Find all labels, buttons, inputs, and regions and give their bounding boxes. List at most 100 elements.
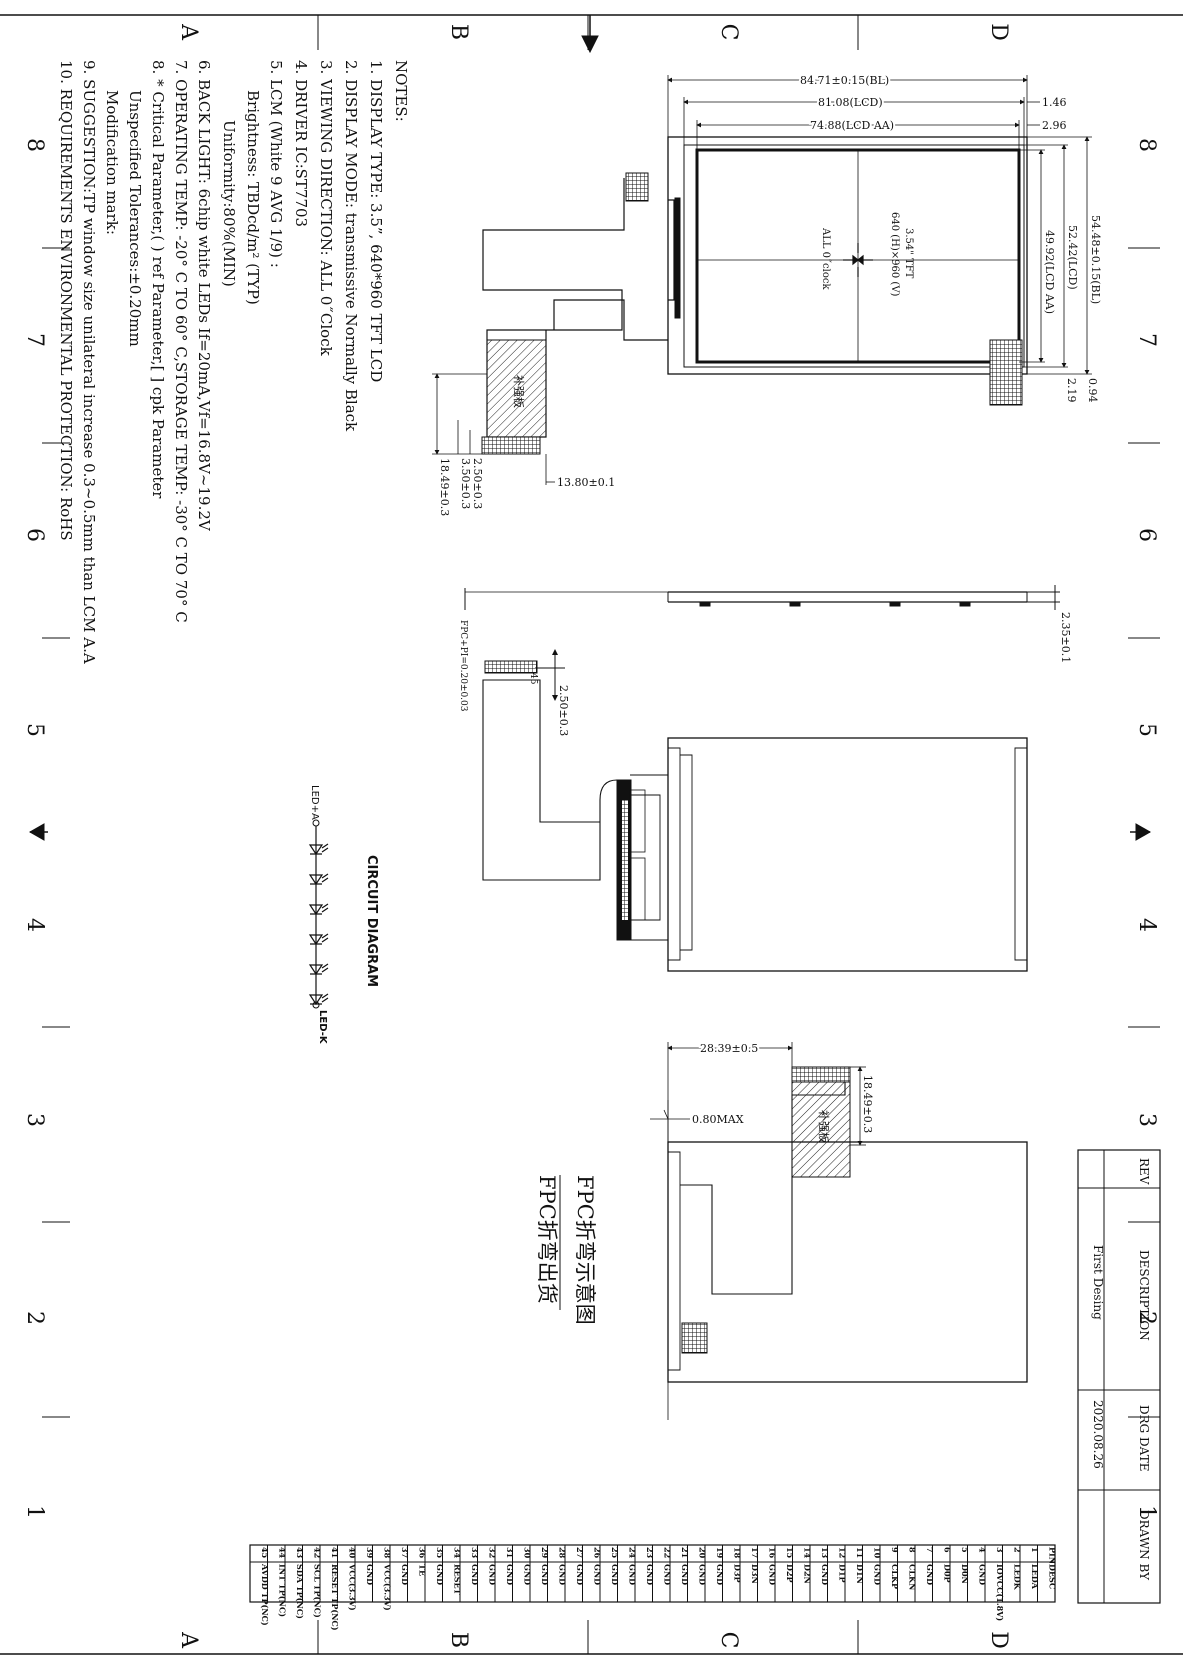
pin-number: 5 bbox=[960, 1547, 970, 1553]
pin-number: 35 bbox=[435, 1547, 445, 1558]
bent-view bbox=[650, 1042, 1028, 1420]
zone-letter-bottom-a: A bbox=[176, 1631, 201, 1649]
zone-number-1-left: 1 bbox=[22, 1505, 47, 1519]
pin-description: GND bbox=[540, 1564, 550, 1585]
fpc-side-contacts bbox=[484, 660, 538, 674]
zone-number-2-right: 2 bbox=[1134, 1311, 1159, 1325]
stiffener-label: 补强板 bbox=[512, 375, 526, 408]
pin-description: GND bbox=[592, 1564, 602, 1585]
pin-description: GND bbox=[820, 1564, 830, 1585]
pin-description: GND bbox=[365, 1564, 375, 1585]
desc-header: DESC bbox=[1047, 1564, 1057, 1589]
zone-letter-top-c: C bbox=[716, 24, 741, 41]
dim-offset-146: 1.46 bbox=[1042, 96, 1067, 109]
fpc-stiffener bbox=[486, 339, 547, 438]
pin-description: GND bbox=[645, 1564, 655, 1585]
connector-pad-br bbox=[989, 339, 1023, 406]
pin-number: 43 bbox=[295, 1547, 305, 1559]
center-label-view: ALL 0˝clock bbox=[820, 227, 831, 290]
pin-number: 11 bbox=[855, 1547, 865, 1558]
pin-description: D0N bbox=[960, 1564, 970, 1584]
front-view-labels: 3.54" TFT 640 (H)×960 (V) ALL 0˝clock 补强… bbox=[512, 212, 914, 408]
pin-description: GND bbox=[610, 1564, 620, 1585]
zone-letter-bottom-c: C bbox=[716, 1632, 741, 1649]
dim-bent-width: 28.39±0.5 bbox=[700, 1042, 758, 1055]
zone-number-3-left: 3 bbox=[22, 1113, 47, 1127]
side-view-text: 2.35±0.1 FPC+PI=0.20±0.03 2.50±0.3 45 bbox=[458, 612, 1072, 736]
pin-description: GND bbox=[872, 1564, 882, 1585]
pin-number: 41 bbox=[330, 1547, 340, 1558]
zone-letter-top-b: B bbox=[446, 24, 471, 40]
date-header: DRG DATE bbox=[1137, 1405, 1151, 1471]
note-line-5a: Brightness: TBDcd/m² (TYP) bbox=[244, 90, 262, 305]
revision-text: REV DESCRIPTION DRG DATE DRAWN BY First … bbox=[1091, 1158, 1151, 1581]
sheet-frame bbox=[0, 14, 1183, 1655]
circuit-cathode-label: LED-K bbox=[317, 1010, 328, 1045]
dim-lcd-height: 52.42(LCD) bbox=[1066, 225, 1079, 290]
pin-description: GND bbox=[925, 1564, 935, 1585]
zone-letter-bottom-b: B bbox=[446, 1632, 471, 1648]
pin-description: GND bbox=[505, 1564, 515, 1585]
bent-captions: FPC折弯示意图 FPC折弯出货 bbox=[535, 1175, 597, 1325]
zone-numbers-right: 8 7 6 5 4 3 2 1 bbox=[1134, 138, 1159, 1519]
notes-heading: NOTES: bbox=[392, 60, 410, 122]
pin-number: 25 bbox=[610, 1547, 620, 1558]
pin-description: LEDA bbox=[1030, 1564, 1040, 1590]
fpc-tab-top bbox=[625, 172, 649, 202]
pin-number: 38 bbox=[382, 1547, 392, 1559]
pin-description: RESET TP(NC) bbox=[330, 1564, 340, 1631]
center-label-resolution: 640 (H)×960 (V) bbox=[889, 212, 900, 297]
pin-number: 1 bbox=[1030, 1547, 1040, 1553]
pin-number: 8 bbox=[907, 1547, 917, 1553]
side-view bbox=[464, 585, 1060, 701]
note-line-1: 1. DISPLAY TYPE: 3.5”, 640*960 TFT LCD bbox=[367, 60, 385, 382]
pin-number: 26 bbox=[592, 1547, 602, 1559]
pin-description: D0P bbox=[942, 1564, 952, 1583]
pin-number: 42 bbox=[312, 1547, 322, 1558]
pin-header: PIN bbox=[1047, 1547, 1057, 1564]
note-line-10: 10. REQUIREMENTS ENVIRONMENTAL PROTECTIO… bbox=[57, 60, 75, 541]
pin-description: INT TP(NC) bbox=[277, 1564, 287, 1617]
bent-stiffener-label: 补强板 bbox=[817, 1110, 831, 1143]
pin-number: 21 bbox=[680, 1547, 690, 1558]
dim-thickness: 2.35±0.1 bbox=[1059, 612, 1072, 663]
caption-bend-diagram: FPC折弯示意图 bbox=[573, 1175, 597, 1325]
notes-block: NOTES: 1. DISPLAY TYPE: 3.5”, 640*960 TF… bbox=[57, 60, 410, 664]
viewing-direction-arrows bbox=[843, 243, 873, 277]
description-header: DESCRIPTION bbox=[1137, 1250, 1151, 1341]
pin-description: GND bbox=[400, 1564, 410, 1585]
led-symbol bbox=[308, 903, 329, 916]
pin-number: 3 bbox=[995, 1547, 1005, 1553]
zone-number-8-right: 8 bbox=[1134, 138, 1159, 152]
pin-description: GND bbox=[522, 1564, 532, 1585]
led-symbol bbox=[308, 963, 329, 976]
pin-description: GND bbox=[697, 1564, 707, 1585]
dim-250: 2.50±0.3 bbox=[471, 458, 484, 509]
pin-description: D1P bbox=[837, 1564, 847, 1583]
back-fpc-route bbox=[482, 679, 618, 881]
zone-number-3-right: 3 bbox=[1134, 1113, 1159, 1127]
note-line-7: 7. OPERATING TEMP: -20° C TO 60° C,STORA… bbox=[172, 60, 190, 623]
pin-number: 6 bbox=[942, 1547, 952, 1553]
dim-350: 3.50±0.3 bbox=[459, 458, 472, 509]
pin-number: 17 bbox=[750, 1547, 760, 1558]
pin-description: GND bbox=[977, 1564, 987, 1585]
dim-bent-1849: 18.49±0.3 bbox=[861, 1075, 874, 1133]
bent-tab bbox=[681, 1322, 708, 1354]
pin-description: D1N bbox=[855, 1564, 865, 1584]
zone-number-6-left: 6 bbox=[22, 528, 47, 542]
zone-number-2-left: 2 bbox=[22, 1311, 47, 1325]
pin-number: 45 bbox=[260, 1547, 270, 1558]
pin-description: RESET bbox=[452, 1564, 462, 1595]
circuit-diagram: CIRCUIT DIAGRAM LED+A LED-K bbox=[308, 785, 379, 1045]
note-line-9: 9. SUGGESTION:TP window size unilateral … bbox=[80, 60, 98, 664]
lcd-outline bbox=[683, 144, 1025, 368]
backlight-outline bbox=[667, 136, 1028, 375]
zone-number-8-left: 8 bbox=[22, 138, 47, 152]
note-line-2: 2. DISPLAY MODE: transmissive Normally B… bbox=[342, 60, 360, 432]
dim-1849: 18.49±0.3 bbox=[438, 458, 451, 516]
pin-number: 13 bbox=[820, 1547, 830, 1559]
led-symbol bbox=[308, 933, 329, 946]
center-label-size: 3.54" TFT bbox=[903, 228, 914, 279]
